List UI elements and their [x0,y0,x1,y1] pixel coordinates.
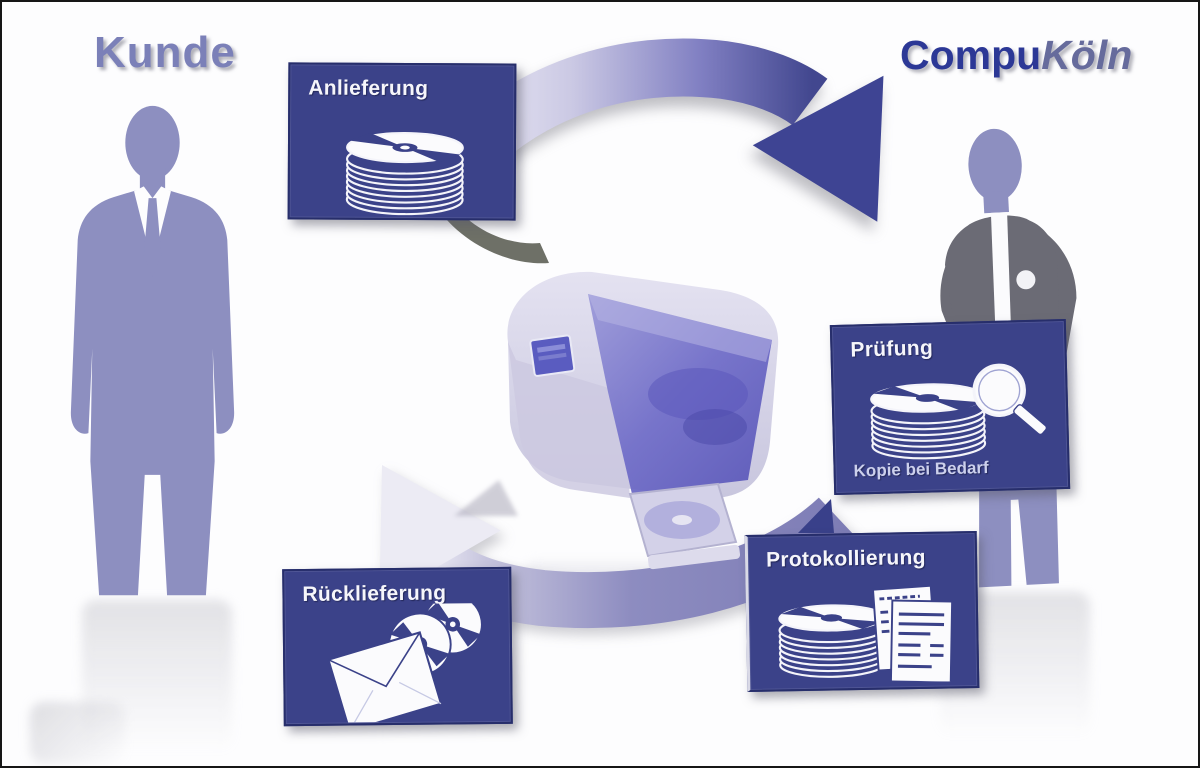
arrowhead-shadow [454,480,518,516]
machine-internal-disc-2 [683,409,747,445]
customer-head [125,105,180,180]
machine-front [508,342,630,498]
arrow-bottom-head [379,465,501,601]
company-title-bold: Compu [900,32,1042,78]
customer-title: Kunde [94,28,236,77]
envelope-cds-icon [327,602,483,723]
arrow-fragment [798,499,834,533]
process-box-protokollierung: Protokollierung [744,530,980,693]
customer-silhouette [70,105,235,596]
technician-head [968,128,1022,202]
machine-badge [529,334,576,377]
arrow-top-delivery [427,38,884,222]
box-label: Anlieferung [308,76,429,101]
customer-suit [70,185,235,596]
cd-stack-magnifier-icon [870,363,1048,460]
magnifier-icon [972,363,1048,436]
box-label: Protokollierung [765,545,926,572]
arrow-top-head [752,75,884,222]
process-box-ruecklieferung: Rücklieferung [282,566,513,727]
arrow-shadow-sliver [432,196,549,264]
documents-icon [871,584,954,684]
box-label: Prüfung [850,336,934,362]
machine-internal-disc [648,368,748,420]
machine-tray [628,482,741,570]
process-box-anlieferung: Anlieferung [287,62,517,221]
cd-printer-machine [507,271,779,570]
box-sublabel: Kopie bei Bedarf [853,458,989,481]
customer-tie [143,198,162,277]
technician-badge [1016,270,1036,290]
envelope-icon [327,631,443,723]
company-title-italic: Köln [1041,32,1133,78]
cd-stack-icon [345,132,464,216]
corner-reflection [30,702,125,764]
process-box-pruefung: Prüfung Kopie bei Be [829,318,1071,496]
machine-lid-highlight [588,294,772,362]
cd-stack-documents-icon [778,584,954,684]
company-title: CompuKöln [900,32,1162,79]
